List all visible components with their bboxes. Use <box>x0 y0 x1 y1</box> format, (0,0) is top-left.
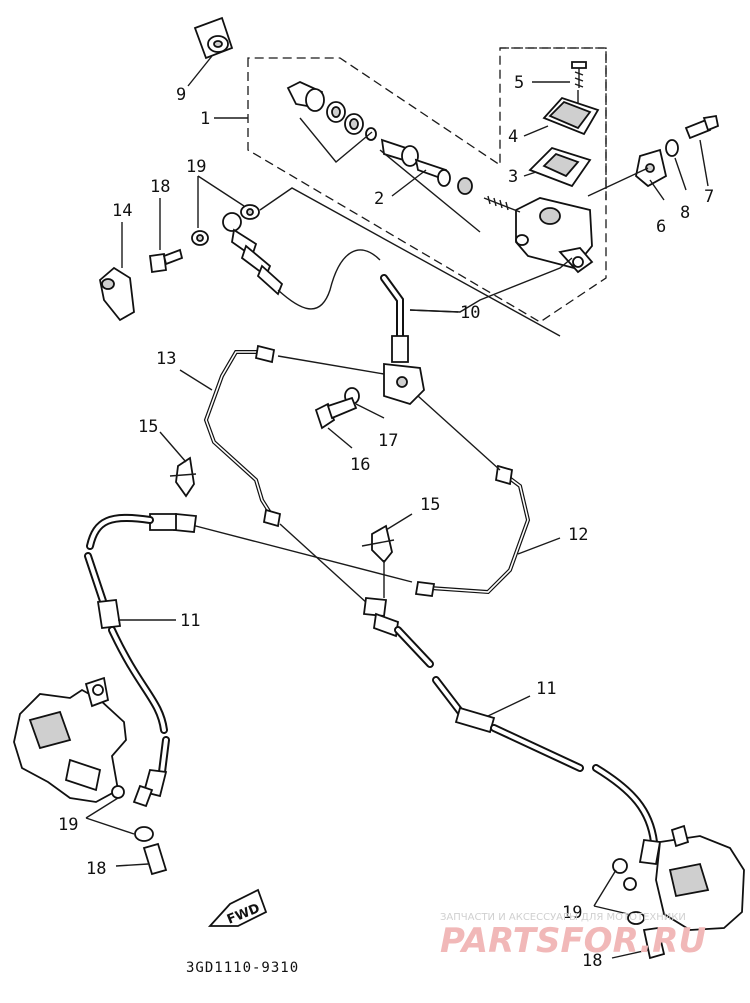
label-3: 3 <box>508 167 518 187</box>
part-18-bolt-left <box>142 842 168 876</box>
part-7-bolt <box>684 114 720 140</box>
part-9-boot <box>193 16 234 60</box>
reservoir-group-outline <box>500 47 607 200</box>
part-4-reservoir-cap <box>542 96 600 136</box>
label-12: 12 <box>568 525 588 545</box>
part-14-cap <box>99 266 135 322</box>
part-19-washers-top <box>191 204 260 246</box>
right-brake-caliper <box>612 824 745 931</box>
left-brake-caliper <box>13 676 127 803</box>
part-8-washer <box>665 139 679 157</box>
part-18-bolt-right <box>642 926 666 960</box>
label-6: 6 <box>656 217 666 237</box>
label-7: 7 <box>704 187 714 207</box>
part-13-brake-pipe <box>203 344 282 528</box>
label-19-right: 19 <box>562 903 582 923</box>
part-19-washer-right <box>627 911 645 925</box>
label-2: 2 <box>374 189 384 209</box>
diagram-code: 3GD1110-9310 <box>186 960 299 976</box>
label-15-right: 15 <box>420 495 440 515</box>
part-15-clip-right <box>361 524 395 564</box>
part-16-bolt <box>314 396 358 430</box>
label-15-left: 15 <box>138 417 158 437</box>
reservoir-spring <box>483 195 521 213</box>
junction-block <box>383 362 425 406</box>
part-5-screw <box>571 61 587 88</box>
part-19-washer-left <box>134 826 154 842</box>
label-18-top: 18 <box>150 177 170 197</box>
label-9: 9 <box>176 85 186 105</box>
label-8: 8 <box>680 203 690 223</box>
watermark-tagline: ЗАПЧАСТИ И АКСЕССУАРЫ ДЛЯ МОТОТЕХНИКИ <box>440 912 686 923</box>
part-3-diaphragm <box>528 146 592 188</box>
part-10-brake-hose <box>222 212 409 363</box>
label-1: 1 <box>200 109 210 129</box>
part-18-bolt-top <box>148 248 184 274</box>
label-13: 13 <box>156 349 176 369</box>
label-18-left: 18 <box>86 859 106 879</box>
master-cylinder-group-outline <box>247 47 607 323</box>
part-11-brake-hose-right <box>362 597 662 865</box>
part-15-clip-left <box>169 456 197 498</box>
label-4: 4 <box>508 127 518 147</box>
part-2-piston-kit <box>286 81 473 195</box>
label-19-left: 19 <box>58 815 78 835</box>
label-5: 5 <box>514 73 524 93</box>
label-10: 10 <box>460 303 480 323</box>
part-12-brake-pipe <box>414 464 531 598</box>
fwd-arrow: FWD <box>207 888 268 928</box>
watermark-logo: PARTSFOR.RU <box>440 921 706 961</box>
label-11-left: 11 <box>180 611 200 631</box>
master-cylinder-body <box>515 197 594 274</box>
label-14: 14 <box>112 201 132 221</box>
label-17: 17 <box>378 431 398 451</box>
label-11-right: 11 <box>536 679 556 699</box>
label-19-top: 19 <box>186 157 206 177</box>
part-11-brake-hose-left <box>84 513 198 808</box>
label-16: 16 <box>350 455 370 475</box>
label-18-right: 18 <box>582 951 602 971</box>
